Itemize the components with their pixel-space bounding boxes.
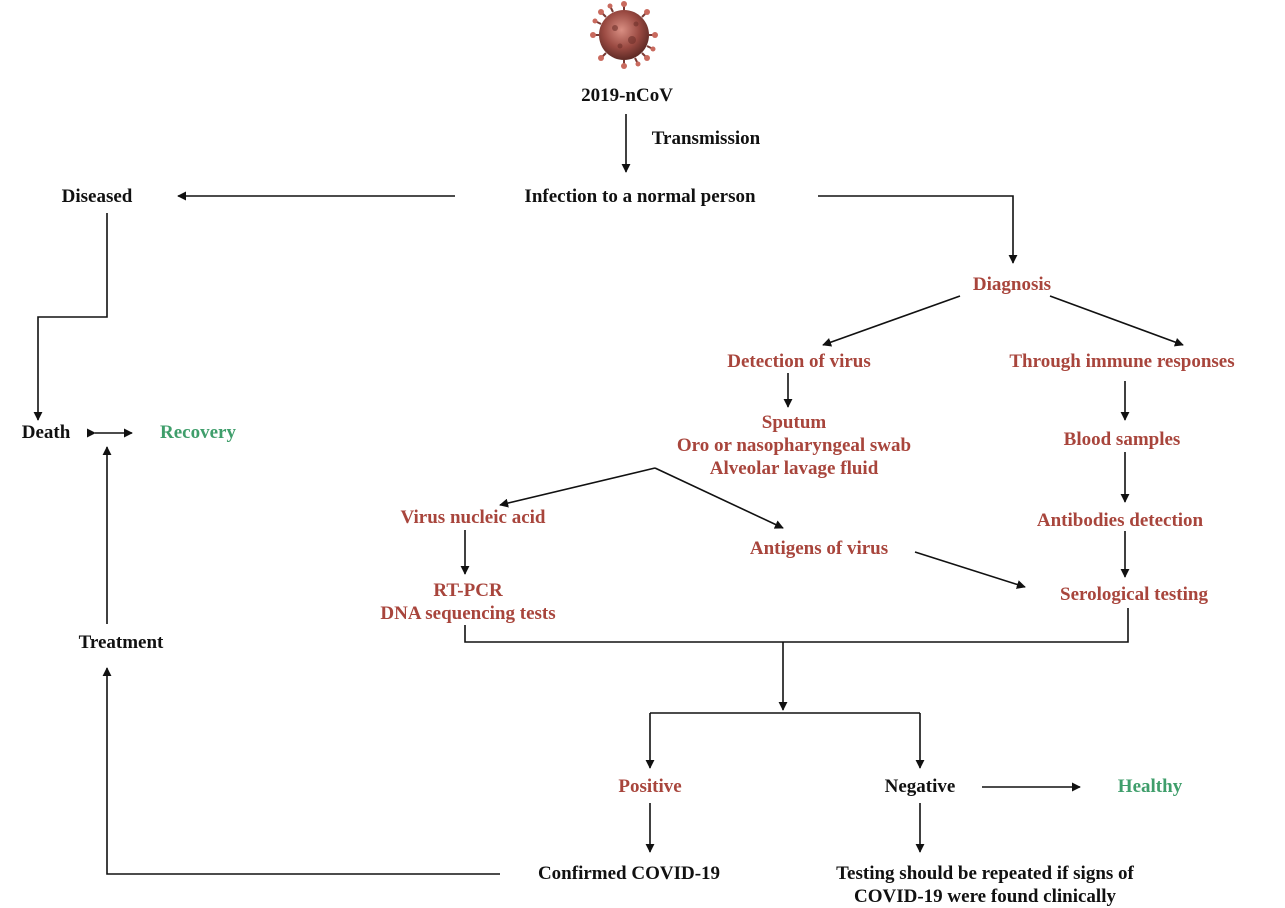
repeat-line-1: Testing should be repeated if signs of: [836, 863, 1134, 884]
diseased-node: Diseased: [61, 186, 133, 207]
arrow-to-immune: [1049, 295, 1184, 347]
blood-node: Blood samples: [1063, 429, 1181, 450]
arrow-to-antigens: [654, 467, 784, 529]
sample-lavage: Alveolar lavage fluid: [709, 458, 879, 479]
repeat-line-2: COVID-19 were found clinically: [854, 886, 1116, 907]
arrow-to-nucleic: [499, 467, 656, 508]
antigens-node: Antigens of virus: [749, 538, 889, 559]
antibodies-node: Antibodies detection: [1036, 510, 1204, 531]
coronavirus-icon: [590, 1, 658, 69]
arrow-to-death: [33, 213, 108, 421]
treatment-node: Treatment: [78, 632, 164, 653]
diagnosis-node: Diagnosis: [972, 274, 1052, 295]
pcr-node: RT-PCR DNA sequencing tests: [380, 579, 555, 625]
arrow-antigens-to-serological: [914, 551, 1026, 589]
immune-node: Through immune responses: [1009, 351, 1235, 372]
recovery-node: Recovery: [160, 422, 236, 443]
virus-label: 2019-nCoV: [581, 85, 673, 106]
transmission-label: Transmission: [651, 128, 761, 149]
death-node: Death: [21, 422, 71, 443]
repeat-node: Testing should be repeated if signs of C…: [836, 862, 1134, 908]
pcr-line: RT-PCR: [433, 580, 503, 601]
arrow-confirmed-to-treatment: [102, 667, 500, 875]
healthy-node: Healthy: [1117, 776, 1183, 797]
positive-node: Positive: [618, 776, 682, 797]
infection-node: Infection to a normal person: [524, 186, 756, 207]
detection-node: Detection of virus: [727, 351, 871, 372]
merge-line: [464, 608, 1129, 643]
negative-node: Negative: [884, 776, 956, 797]
sequencing-line: DNA sequencing tests: [380, 603, 556, 624]
arrow-to-diagnosis: [818, 195, 1018, 264]
samples-node: Sputum Oro or nasopharyngeal swab Alveol…: [677, 411, 911, 480]
sample-sputum: Sputum: [761, 412, 827, 433]
confirmed-node: Confirmed COVID-19: [537, 863, 721, 884]
sample-swab: Oro or nasopharyngeal swab: [676, 435, 912, 456]
arrow-to-detection: [822, 295, 961, 347]
serological-node: Serological testing: [1060, 584, 1208, 605]
nucleic-node: Virus nucleic acid: [400, 507, 546, 528]
